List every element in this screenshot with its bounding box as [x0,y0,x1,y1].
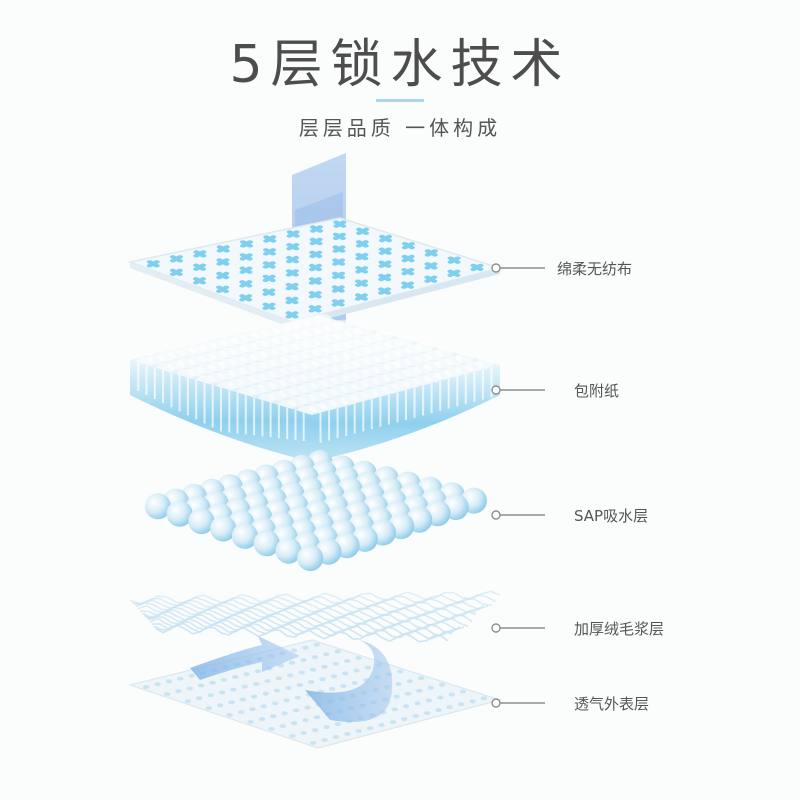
label-sap: SAP吸水层 [574,507,649,525]
page-title: 5层锁水技术 [229,35,571,95]
layer-wrap-paper [130,314,500,462]
page-subtitle: 层层品质 一体构成 [298,116,502,140]
title-underline [376,99,424,102]
label-wrap-paper: 包附纸 [574,382,620,400]
layer-nonwoven [127,217,503,328]
layer-sap [144,450,487,572]
label-breathable: 透气外表层 [574,695,650,713]
label-fluff-pulp: 加厚绒毛浆层 [574,620,665,638]
label-nonwoven: 绵柔无纺布 [557,260,633,278]
airflow-arrow-left [190,636,300,680]
layer-fluff-pulp [129,590,501,643]
airflow-arrow-right [305,640,393,722]
layer-breathable [127,636,503,749]
leader-lines [491,263,545,708]
